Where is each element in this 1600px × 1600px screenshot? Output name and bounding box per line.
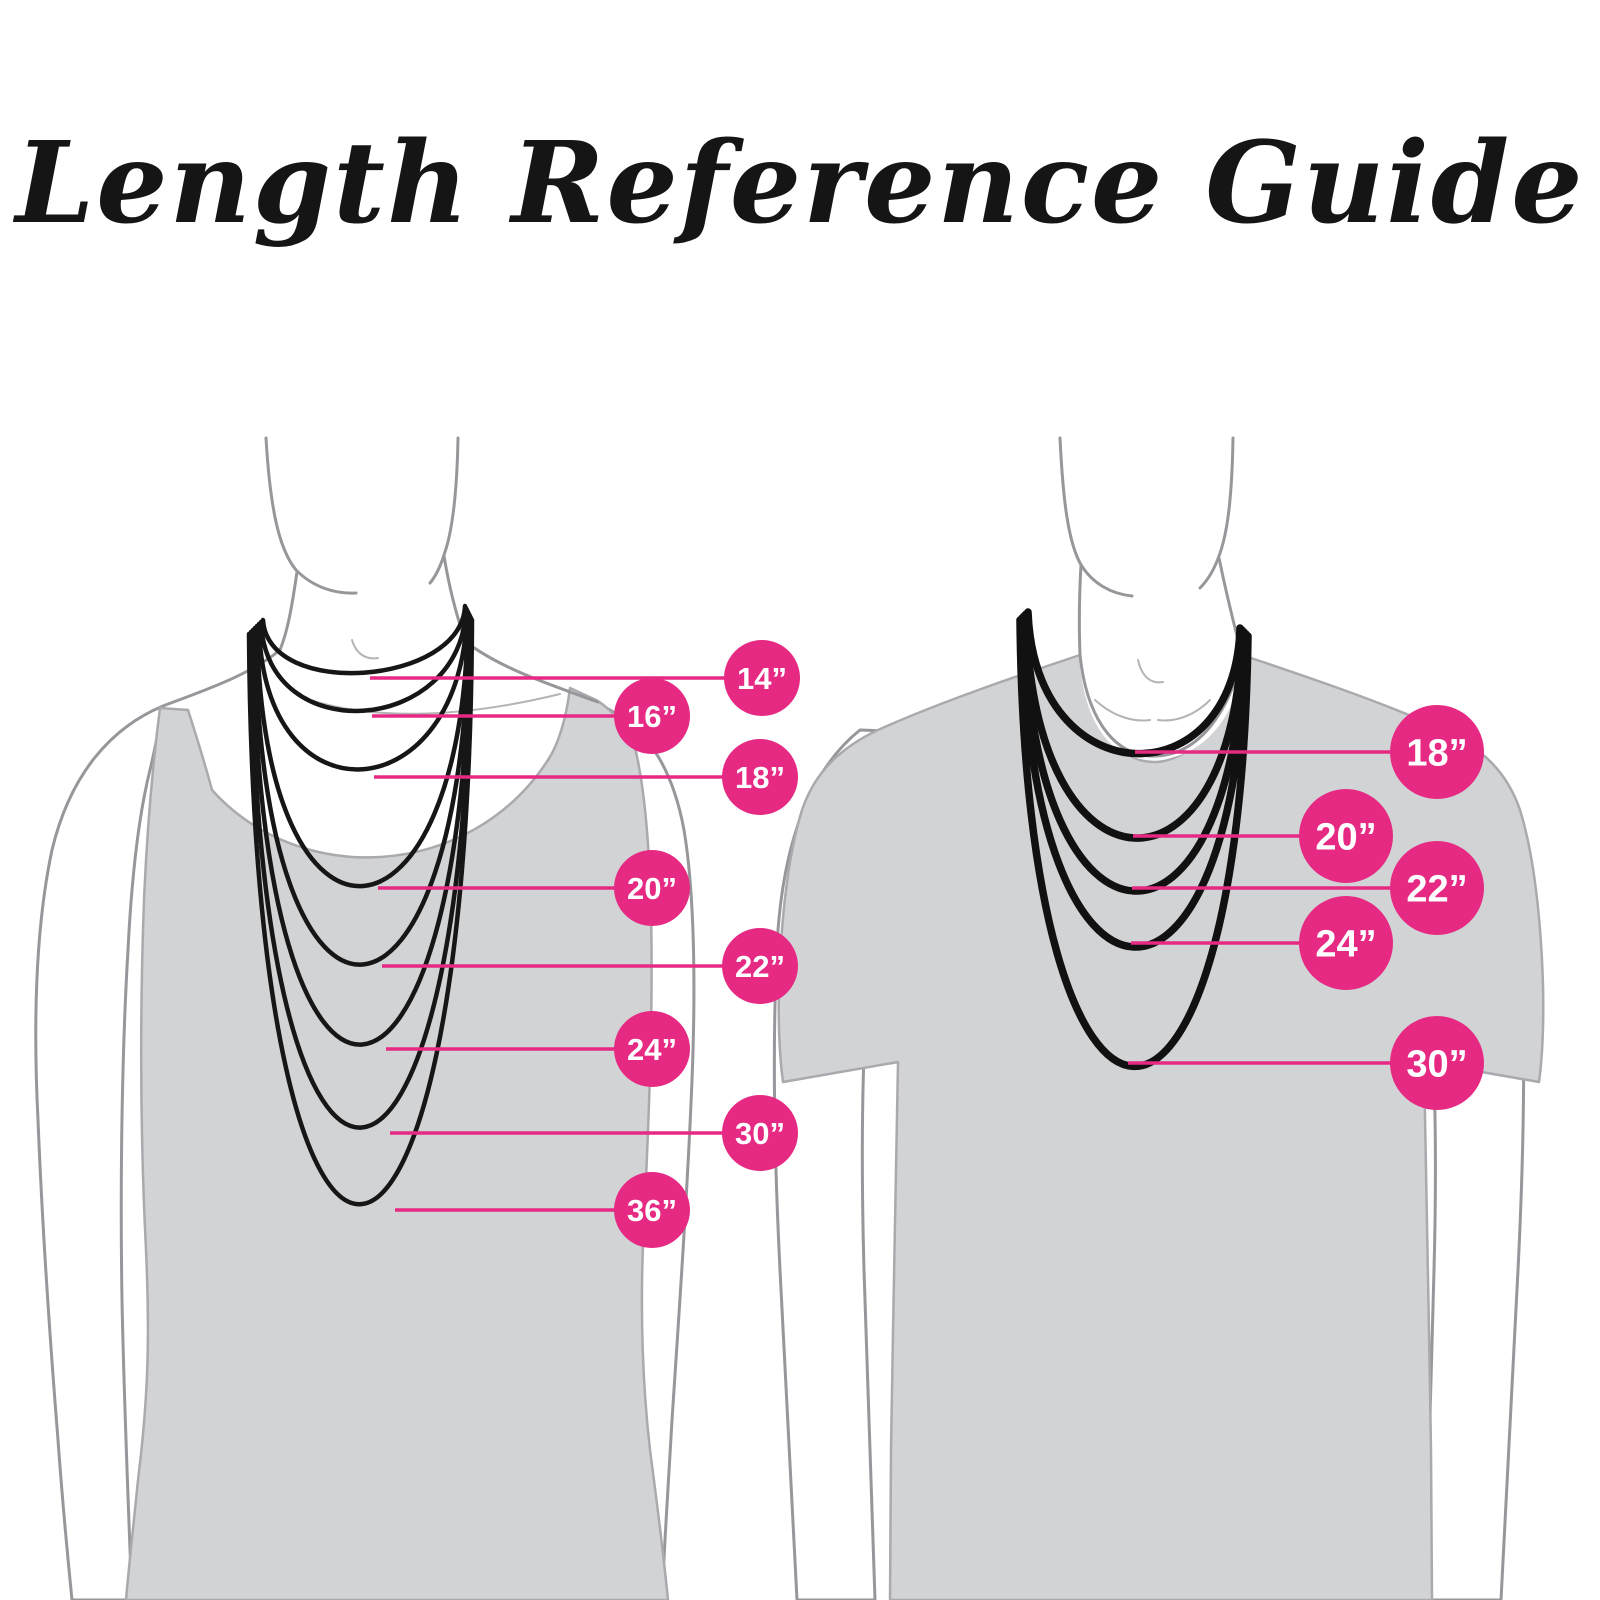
man-throat-line [1137, 659, 1164, 684]
badge-circle [724, 640, 800, 716]
length-badge-22in: 22” [382, 928, 798, 1004]
length-badge-man-18in: 18” [1135, 705, 1484, 799]
badge-circle [614, 850, 690, 926]
necklace-16in [258, 605, 469, 714]
length-badge-24in: 24” [386, 1011, 690, 1087]
badge-circle [1390, 1016, 1484, 1110]
necklace-man-30in [1016, 616, 1252, 1071]
badge-label: 36” [627, 1193, 677, 1228]
woman-necklaces [246, 603, 475, 1207]
woman-face-left-line [264, 436, 358, 595]
badge-label: 24” [1315, 923, 1376, 965]
man-tshirt [777, 653, 1545, 1600]
badge-circle [722, 1095, 798, 1171]
man-length-badges: 18” 20” 22” 24” 30” [1128, 705, 1484, 1110]
badge-circle [722, 928, 798, 1004]
woman-right-shoulder-line [464, 640, 600, 704]
woman-throat-line [351, 639, 379, 660]
woman-neck [262, 436, 470, 672]
woman-length-badges: 14” 16” 18” 20” 22” [370, 640, 800, 1248]
badge-circle [722, 739, 798, 815]
badge-circle [614, 678, 690, 754]
badge-label: 14” [737, 661, 787, 696]
woman-tank-top [124, 686, 670, 1600]
necklace-22in [252, 611, 472, 967]
badge-label: 18” [1406, 732, 1467, 774]
length-badge-30in: 30” [390, 1095, 798, 1171]
badge-circle [1390, 841, 1484, 935]
woman-collarbone-line [309, 693, 561, 715]
badge-label: 30” [1406, 1043, 1467, 1085]
necklace-36in [246, 617, 475, 1207]
necklace-man-24in [1018, 614, 1250, 951]
badge-circle [614, 1172, 690, 1248]
necklace-man-22in [1020, 612, 1248, 895]
badge-circle [1390, 705, 1484, 799]
woman-neck-left-line [278, 570, 299, 652]
man-collarbone-right-line [1157, 699, 1211, 722]
man-neck-left-line [1077, 563, 1083, 657]
man-face-right-line [1198, 436, 1235, 590]
length-badge-man-30in: 30” [1128, 1016, 1484, 1110]
length-badge-14in: 14” [370, 640, 800, 716]
man-face-left-line [1058, 436, 1134, 598]
necklace-24in [250, 613, 473, 1047]
man-collarbone-left-line [1094, 699, 1151, 722]
badge-label: 30” [735, 1116, 785, 1151]
badge-circle [1299, 896, 1393, 990]
badge-label: 20” [627, 871, 677, 906]
badge-circle [614, 1011, 690, 1087]
length-badge-man-22in: 22” [1132, 841, 1484, 935]
length-badge-18in: 18” [374, 739, 798, 815]
badge-label: 16” [627, 699, 677, 734]
necklace-man-20in [1022, 610, 1246, 842]
necklace-30in [248, 615, 474, 1130]
woman-figure [34, 436, 696, 1600]
length-badge-man-20in: 20” [1133, 789, 1393, 883]
necklace-man-18in [1024, 608, 1244, 758]
badge-circle [1299, 789, 1393, 883]
page-title: Length Reference Guide [15, 118, 1585, 249]
man-neck [1056, 436, 1243, 760]
length-badge-36in: 36” [395, 1172, 690, 1248]
necklace-20in [254, 609, 471, 889]
length-badge-man-24in: 24” [1131, 896, 1393, 990]
length-badge-20in: 20” [378, 850, 690, 926]
badge-label: 22” [1406, 868, 1467, 910]
length-badge-16in: 16” [372, 678, 690, 754]
badge-label: 22” [735, 949, 785, 984]
woman-face-right-line [428, 436, 460, 585]
man-figure [772, 436, 1545, 1600]
badge-label: 20” [1315, 816, 1376, 858]
necklace-14in [260, 603, 468, 676]
badge-label: 18” [735, 760, 785, 795]
badge-label: 24” [627, 1032, 677, 1067]
necklace-18in [256, 607, 470, 772]
man-necklaces [1016, 608, 1252, 1071]
